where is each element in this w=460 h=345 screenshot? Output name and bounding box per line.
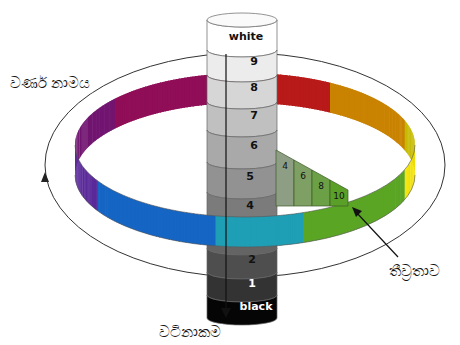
hue-segment xyxy=(84,168,85,199)
hue-segment xyxy=(84,169,85,200)
value-number: 8 xyxy=(250,82,258,95)
hue-segment xyxy=(85,169,86,200)
chroma-step xyxy=(294,160,312,206)
hue-arrowhead xyxy=(41,172,49,182)
hue-segment xyxy=(82,166,83,197)
hue-segment xyxy=(80,163,82,194)
hue-ring-front xyxy=(75,145,415,248)
hue-segment xyxy=(86,170,87,201)
chroma-number: 10 xyxy=(333,191,344,201)
value-number: 9 xyxy=(250,56,258,69)
value-step xyxy=(207,75,277,109)
value-axis-line xyxy=(225,54,226,310)
hue-segment xyxy=(81,165,83,196)
value-step xyxy=(207,50,277,82)
hue-segment xyxy=(89,174,90,205)
value-step xyxy=(207,162,277,199)
value-number: 5 xyxy=(246,171,254,184)
chroma-number: 8 xyxy=(318,181,324,191)
hue-orbit xyxy=(41,53,445,277)
value-step xyxy=(207,295,277,325)
chroma-number: 4 xyxy=(282,161,288,171)
chroma-number: 6 xyxy=(300,171,306,181)
hue-segment xyxy=(83,167,84,198)
axis-arrows xyxy=(221,54,398,318)
value-number: 7 xyxy=(250,110,258,123)
value-number: 2 xyxy=(248,254,256,267)
hue-segment xyxy=(94,178,96,209)
value-axis-label: වටිනාකම xyxy=(157,324,223,341)
hue-segment xyxy=(88,173,89,204)
chroma-axis-line xyxy=(356,212,398,257)
hue-ring-back xyxy=(75,73,415,176)
chroma-step xyxy=(276,150,294,206)
chroma-arrowhead xyxy=(352,207,362,217)
value-step xyxy=(207,272,277,302)
orbit-line xyxy=(45,53,445,277)
hue-segment xyxy=(81,164,83,195)
value-number: 1 xyxy=(248,278,256,291)
value-label: white xyxy=(229,31,263,44)
hue-segment xyxy=(95,179,97,210)
value-step xyxy=(207,130,277,169)
value-step xyxy=(207,102,277,137)
value-number: 6 xyxy=(250,140,258,153)
chroma-step xyxy=(330,180,348,206)
hue-segment xyxy=(91,176,92,207)
ring-edge xyxy=(75,175,415,247)
hue-segment xyxy=(93,177,95,208)
cylinder-top xyxy=(207,13,277,27)
chroma-axis-label: තීව්‍රතාව xyxy=(387,263,442,280)
ring-edge xyxy=(75,145,415,217)
value-step xyxy=(207,248,277,279)
hue-segment xyxy=(87,171,88,202)
chroma-step xyxy=(312,170,330,206)
value-number: 4 xyxy=(246,200,254,213)
value-label: black xyxy=(240,301,273,314)
hue-segment xyxy=(88,172,89,203)
value-cylinder xyxy=(207,13,277,325)
hue-segment xyxy=(75,148,76,179)
hue-segment xyxy=(90,175,92,206)
hue-segment xyxy=(92,176,94,207)
chroma-wedge xyxy=(276,150,348,206)
hue-axis-label: වර්ණ නාමය xyxy=(8,75,93,92)
value-arrowhead xyxy=(221,308,231,318)
